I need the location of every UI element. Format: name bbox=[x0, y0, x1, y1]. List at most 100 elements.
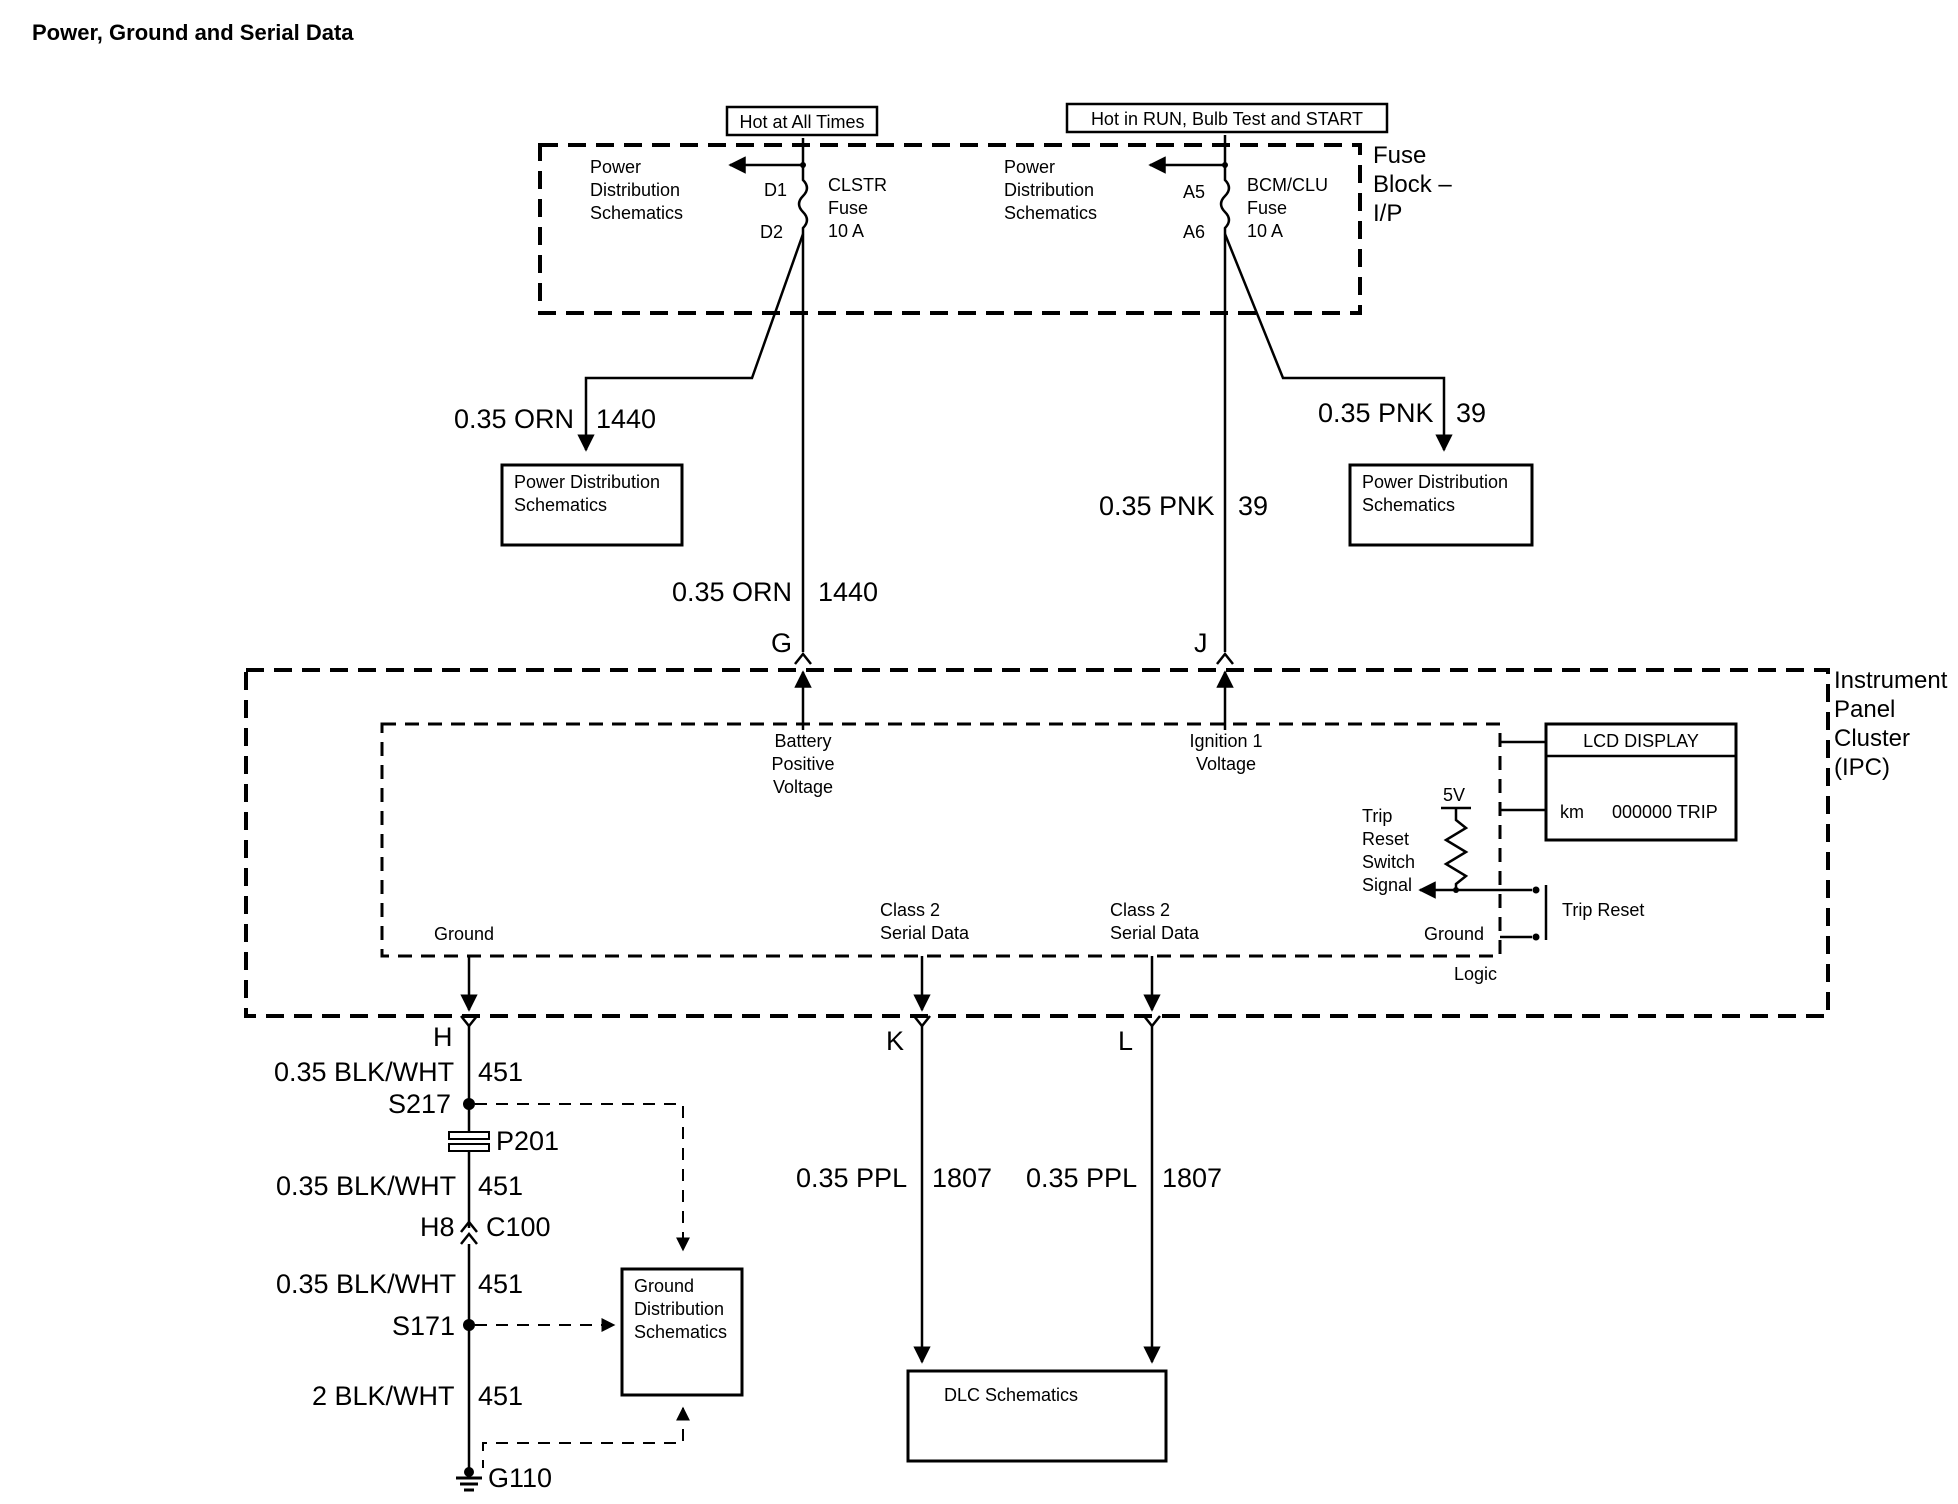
hot-in-run-label: Hot in RUN, Bulb Test and START bbox=[1065, 102, 1389, 134]
fuse-block-outline bbox=[538, 143, 1362, 315]
svg-text:H: H bbox=[433, 1022, 453, 1052]
svg-text:451: 451 bbox=[478, 1381, 523, 1411]
svg-text:0.35 PNK: 0.35 PNK bbox=[1318, 398, 1434, 428]
clstr-fuse: Power Distribution Schematics D1 D2 CLST… bbox=[590, 138, 887, 242]
svg-text:1807: 1807 bbox=[1162, 1163, 1222, 1193]
class2-k-label: Class 2 Serial Data bbox=[880, 900, 970, 943]
svg-text:J: J bbox=[1194, 628, 1208, 658]
svg-text:km: km bbox=[1560, 802, 1584, 822]
svg-text:Distribution: Distribution bbox=[634, 1299, 724, 1319]
svg-text:Block –: Block – bbox=[1373, 171, 1452, 198]
pds-right-box: Power Distribution Schematics bbox=[1348, 463, 1534, 547]
svg-text:Power: Power bbox=[590, 157, 641, 177]
svg-text:Trip Reset: Trip Reset bbox=[1562, 900, 1644, 920]
orn-main-label: 0.35 ORN 1440 bbox=[672, 577, 878, 607]
svg-text:Ignition 1: Ignition 1 bbox=[1189, 731, 1262, 751]
pds-left-box: Power Distribution Schematics bbox=[500, 463, 684, 547]
svg-text:A5: A5 bbox=[1183, 182, 1205, 202]
svg-text:Voltage: Voltage bbox=[1196, 754, 1256, 774]
svg-text:0.35 PPL: 0.35 PPL bbox=[796, 1163, 907, 1193]
svg-text:CLSTR: CLSTR bbox=[828, 175, 887, 195]
pnk-branch-wire bbox=[1223, 233, 1453, 452]
splice-s217: S217 bbox=[388, 1089, 690, 1252]
data-l-label: 0.35 PPL 1807 bbox=[1026, 1163, 1222, 1193]
connector-k: K bbox=[886, 1015, 931, 1056]
svg-text:DLC Schematics: DLC Schematics bbox=[944, 1385, 1078, 1405]
svg-text:Distribution: Distribution bbox=[590, 180, 680, 200]
svg-text:A6: A6 bbox=[1183, 222, 1205, 242]
page-title: Power, Ground and Serial Data bbox=[32, 20, 354, 45]
svg-text:Fuse: Fuse bbox=[1247, 198, 1287, 218]
svg-text:0.35 ORN: 0.35 ORN bbox=[672, 577, 792, 607]
svg-text:Fuse: Fuse bbox=[1373, 142, 1426, 169]
svg-text:451: 451 bbox=[478, 1057, 523, 1087]
svg-text:Ground: Ground bbox=[634, 1276, 694, 1296]
ground-g110: G110 bbox=[456, 1463, 552, 1493]
ipc-logic-outline bbox=[380, 722, 1502, 958]
svg-text:Instrument: Instrument bbox=[1834, 667, 1948, 694]
svg-text:I/P: I/P bbox=[1373, 200, 1402, 227]
svg-text:451: 451 bbox=[478, 1171, 523, 1201]
class2-l-label: Class 2 Serial Data bbox=[1110, 900, 1200, 943]
orn-branch-label: 0.35 ORN 1440 bbox=[454, 404, 656, 434]
bcm-clu-fuse: Power Distribution Schematics A5 A6 BCM/… bbox=[1004, 135, 1328, 242]
ignition-voltage-label: Ignition 1 Voltage bbox=[1189, 731, 1262, 774]
svg-text:Voltage: Voltage bbox=[773, 777, 833, 797]
svg-text:BCM/CLU: BCM/CLU bbox=[1247, 175, 1328, 195]
connector-h: H bbox=[433, 1015, 478, 1052]
svg-text:Hot at All Times: Hot at All Times bbox=[739, 112, 864, 132]
ipc-outline bbox=[244, 668, 1830, 1018]
svg-text:0.35 PPL: 0.35 PPL bbox=[1026, 1163, 1137, 1193]
svg-text:Schematics: Schematics bbox=[590, 203, 683, 223]
svg-text:Panel: Panel bbox=[1834, 696, 1895, 723]
svg-text:39: 39 bbox=[1238, 491, 1268, 521]
svg-text:1440: 1440 bbox=[818, 577, 878, 607]
svg-text:Schematics: Schematics bbox=[514, 495, 607, 515]
svg-text:0.35 ORN: 0.35 ORN bbox=[454, 404, 574, 434]
svg-text:Signal: Signal bbox=[1362, 875, 1412, 895]
connector-h8-c100: H8 C100 bbox=[420, 1212, 551, 1245]
pnk-main-label: 0.35 PNK 39 bbox=[1099, 491, 1268, 521]
svg-text:Power: Power bbox=[1004, 157, 1055, 177]
svg-text:Positive: Positive bbox=[771, 754, 834, 774]
svg-text:1807: 1807 bbox=[932, 1163, 992, 1193]
svg-text:Battery: Battery bbox=[774, 731, 831, 751]
pass-through-p201: P201 bbox=[448, 1126, 559, 1156]
svg-text:Cluster: Cluster bbox=[1834, 725, 1910, 752]
svg-text:C100: C100 bbox=[486, 1212, 551, 1242]
svg-text:Ground: Ground bbox=[1424, 924, 1484, 944]
ground-wire-3-label: 0.35 BLK/WHT 451 bbox=[276, 1269, 523, 1299]
svg-text:000000 TRIP: 000000 TRIP bbox=[1612, 802, 1718, 822]
svg-text:0.35 BLK/WHT: 0.35 BLK/WHT bbox=[276, 1171, 456, 1201]
svg-text:Class 2: Class 2 bbox=[1110, 900, 1170, 920]
svg-text:Class 2: Class 2 bbox=[880, 900, 940, 920]
fuse-block-label: Fuse Block – I/P bbox=[1373, 142, 1452, 227]
battery-voltage-label: Battery Positive Voltage bbox=[771, 731, 834, 797]
orn-branch-wire bbox=[577, 233, 805, 452]
lcd-display: LCD DISPLAY km 000000 TRIP bbox=[1500, 722, 1738, 842]
connector-l: L bbox=[1118, 1015, 1161, 1056]
svg-text:Hot in RUN, Bulb Test and STAR: Hot in RUN, Bulb Test and START bbox=[1091, 109, 1363, 129]
svg-text:G110: G110 bbox=[488, 1463, 552, 1493]
splice-s171: S171 bbox=[392, 1311, 616, 1341]
svg-text:Serial Data: Serial Data bbox=[880, 923, 970, 943]
connector-g: G bbox=[771, 628, 812, 730]
svg-text:Schematics: Schematics bbox=[1362, 495, 1455, 515]
svg-text:Switch: Switch bbox=[1362, 852, 1415, 872]
svg-text:L: L bbox=[1118, 1026, 1133, 1056]
ground-wire-1-label: 0.35 BLK/WHT 451 bbox=[274, 1057, 523, 1087]
svg-text:H8: H8 bbox=[420, 1212, 455, 1242]
ipc-label: Instrument Panel Cluster (IPC) bbox=[1834, 667, 1948, 781]
svg-text:Fuse: Fuse bbox=[828, 198, 868, 218]
svg-text:S171: S171 bbox=[392, 1311, 455, 1341]
svg-text:D2: D2 bbox=[760, 222, 783, 242]
svg-text:0.35 PNK: 0.35 PNK bbox=[1099, 491, 1215, 521]
svg-text:(IPC): (IPC) bbox=[1834, 754, 1890, 781]
svg-text:LCD DISPLAY: LCD DISPLAY bbox=[1583, 731, 1699, 751]
svg-text:P201: P201 bbox=[496, 1126, 559, 1156]
svg-text:Trip: Trip bbox=[1362, 806, 1392, 826]
svg-text:Serial Data: Serial Data bbox=[1110, 923, 1200, 943]
data-k-label: 0.35 PPL 1807 bbox=[796, 1163, 992, 1193]
ipc-ground-label: Ground bbox=[434, 924, 494, 944]
